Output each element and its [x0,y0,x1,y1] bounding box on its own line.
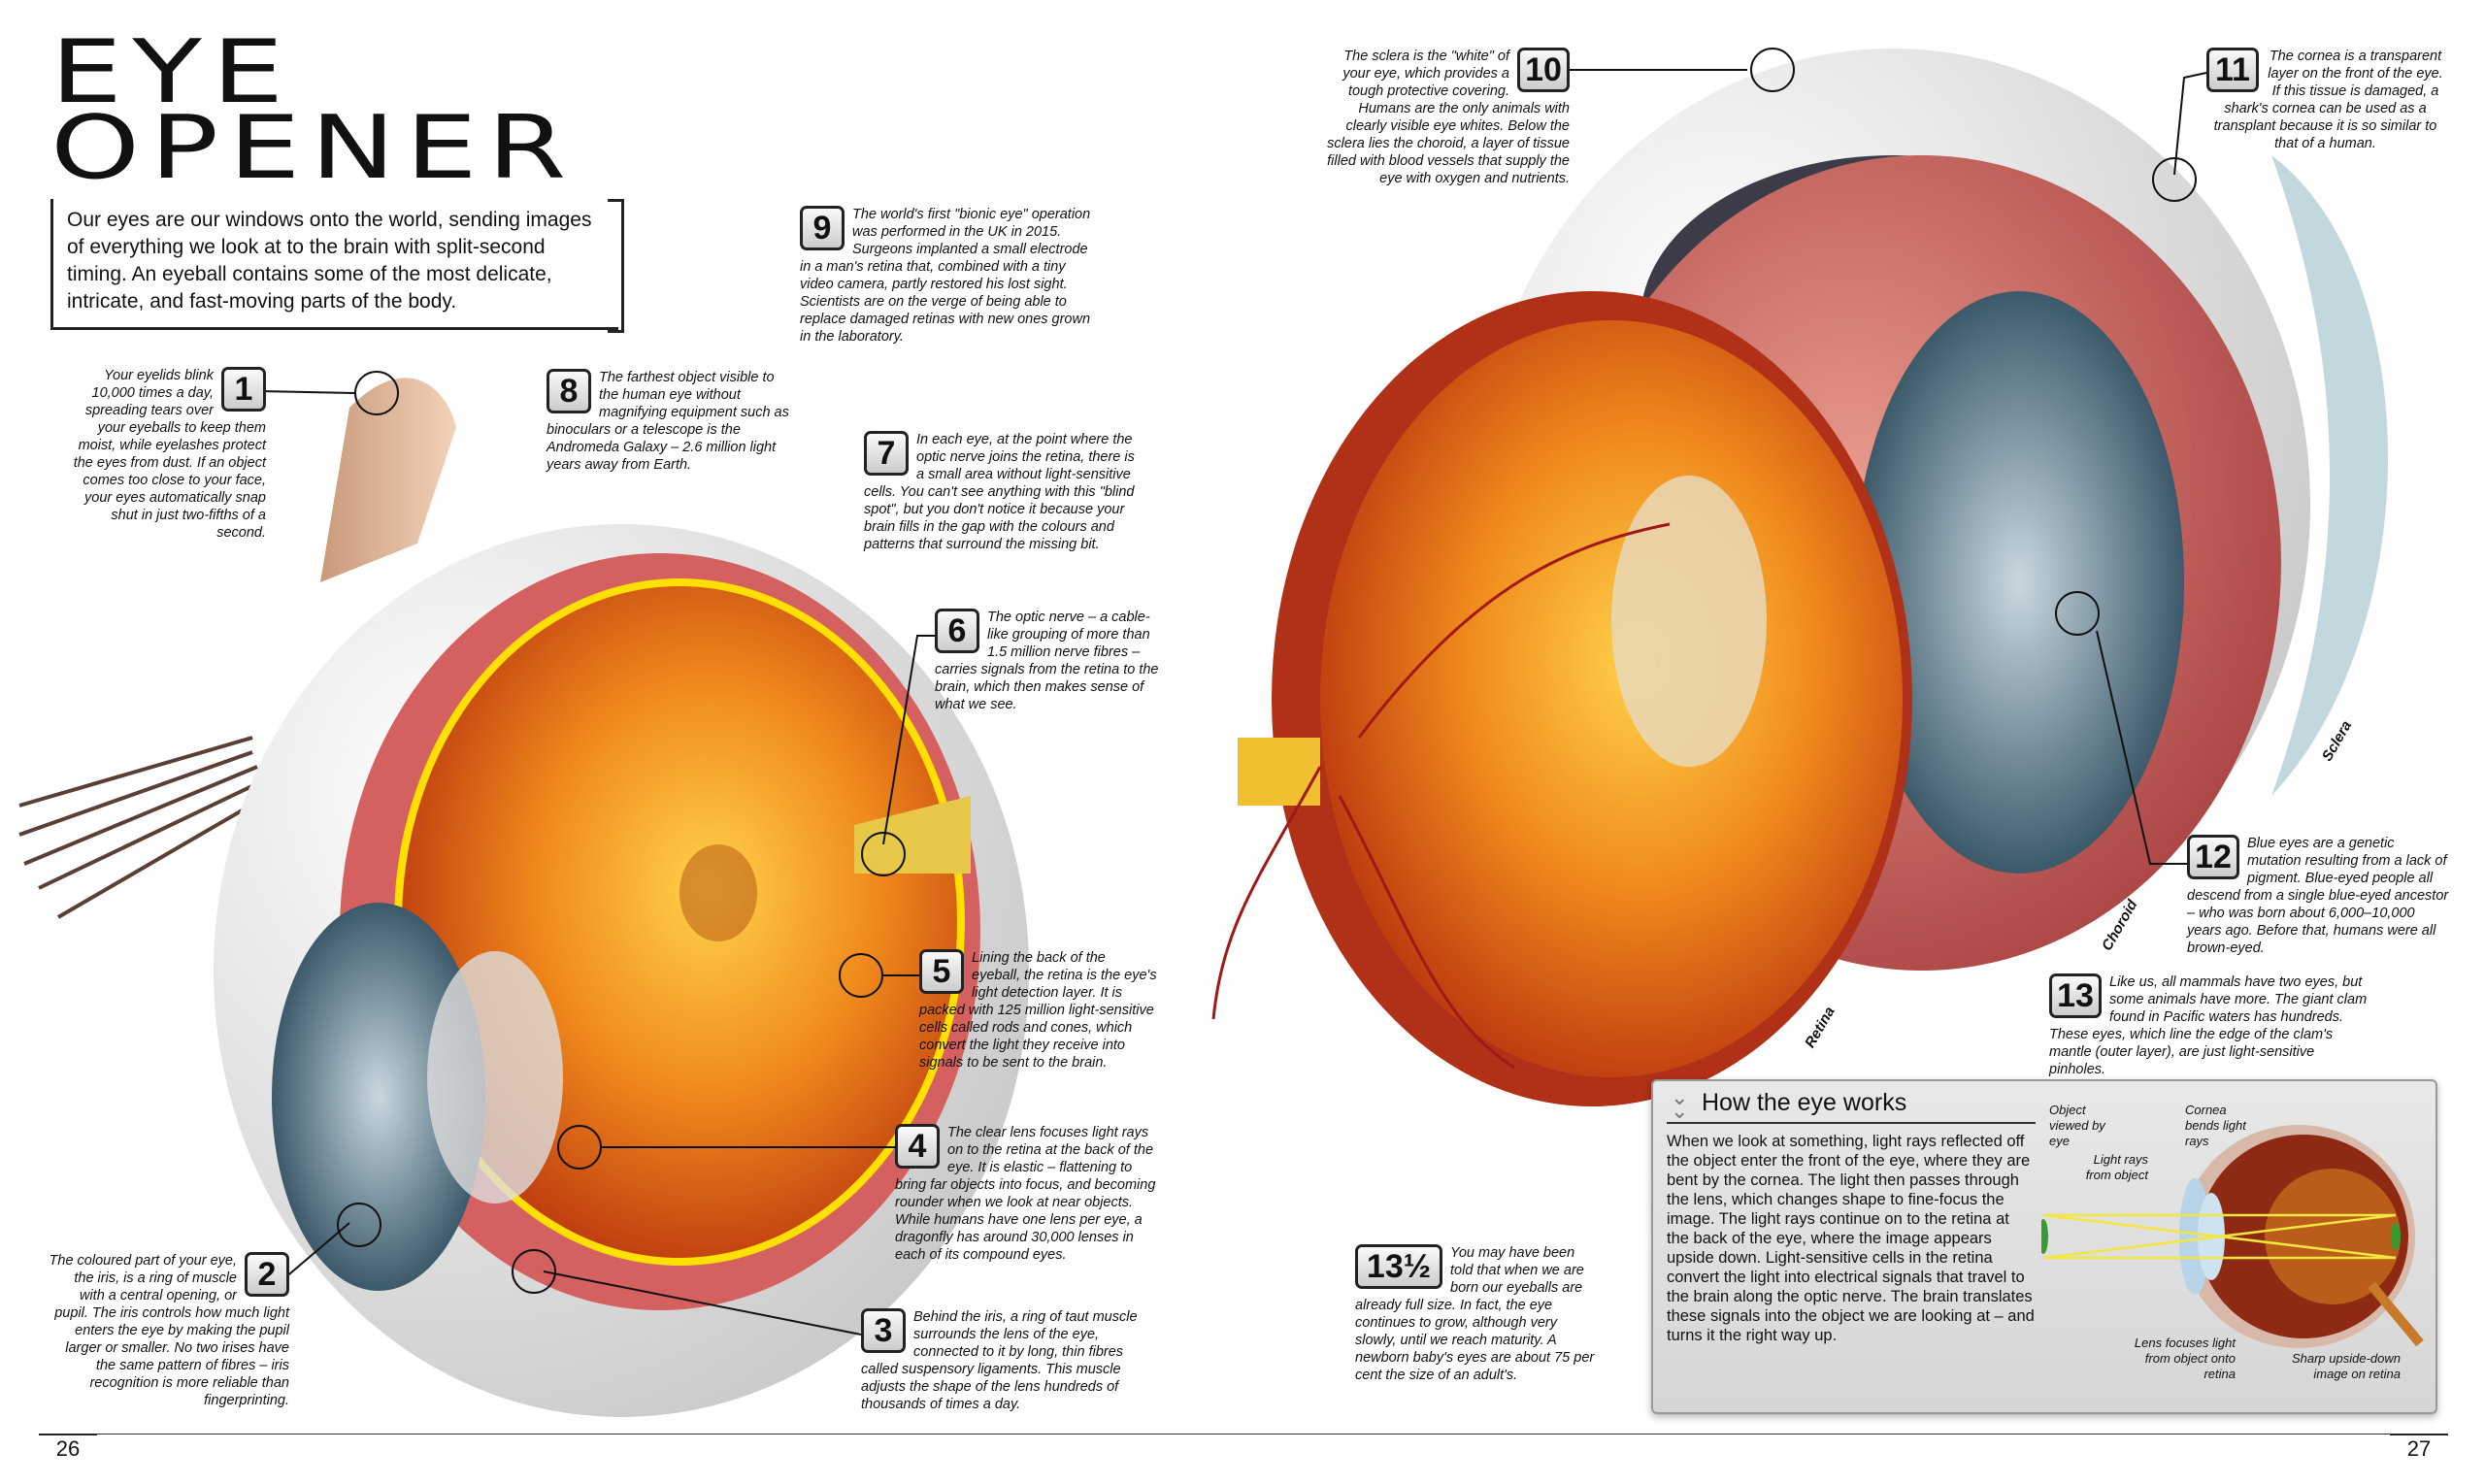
right-eye-exploded [1211,49,2388,1106]
fact-text: Behind the iris, a ring of taut muscle s… [861,1309,1138,1412]
fact-number: 4 [895,1124,940,1169]
panel-text: When we look at something, light rays re… [1667,1133,2035,1344]
fact-text: The farthest object visible to the human… [547,370,789,473]
fact-text: Your eyelids blink 10,000 times a day, s… [73,368,266,541]
fact-number: 5 [919,949,964,994]
fact-number: 8 [547,369,591,413]
fact-text: In each eye, at the point where the opti… [864,432,1135,552]
fact-text: The clear lens focuses light rays on to … [895,1125,1156,1263]
fact-number: 12 [2187,835,2239,879]
diagram-label-lens: Lens focuses light from object onto reti… [2134,1336,2236,1381]
chevron-down-icon: ⌄⌄ [1671,1085,1689,1123]
intro-paragraph: Our eyes are our windows onto the world,… [50,199,624,333]
diagram-label-object: Object viewed by eye [2049,1103,2105,1148]
eye-diagram [2041,1125,2424,1348]
fact-number: 13½ [1355,1244,1442,1289]
fact-text: The sclera is the "white" of your eye, w… [1327,49,1570,186]
fact-text: You may have been told that when we are … [1355,1245,1595,1383]
fact-number: 2 [245,1252,289,1297]
fact-number: 7 [864,431,909,476]
fact-text: Lining the back of the eyeball, the reti… [919,950,1157,1071]
title-line-1: EYE [50,21,294,123]
title-line-2: OPENER [50,97,577,199]
fact-text: The coloured part of your eye, the iris,… [49,1253,289,1408]
diagram-label-cornea: Cornea bends light rays [2185,1103,2246,1148]
fact-number: 9 [800,206,845,250]
fact-number: 1 [221,367,266,412]
diagram-label-rays: Light rays from object [2085,1152,2148,1182]
page-number-left: 26 [39,1434,97,1461]
how-the-eye-works-panel: ⌄⌄ How the eye works When we look at som… [1651,1079,2437,1414]
fact-text: The cornea is a transparent layer on the… [2213,49,2443,151]
fact-number: 6 [935,609,979,653]
fact-text: Like us, all mammals have two eyes, but … [2049,974,2368,1077]
fact-text: The world's first "bionic eye" operation… [800,207,1091,345]
panel-title: How the eye works [1667,1087,2036,1124]
fact-number: 11 [2206,48,2259,92]
page-bottom-rule-right [1242,1434,2390,1435]
fact-number: 3 [861,1308,906,1353]
fact-number: 13 [2049,973,2102,1018]
page-bottom-rule-left [97,1434,1242,1435]
page-number-right: 27 [2390,1434,2448,1461]
fact-text: Blue eyes are a genetic mutation resulti… [2187,836,2449,956]
diagram-label-image: Sharp upside-down image on retina [2291,1351,2401,1381]
fact-text: The optic nerve – a cable-like grouping … [935,610,1159,712]
fact-number: 10 [1517,48,1570,92]
left-eye-cross-section [18,378,1029,1417]
